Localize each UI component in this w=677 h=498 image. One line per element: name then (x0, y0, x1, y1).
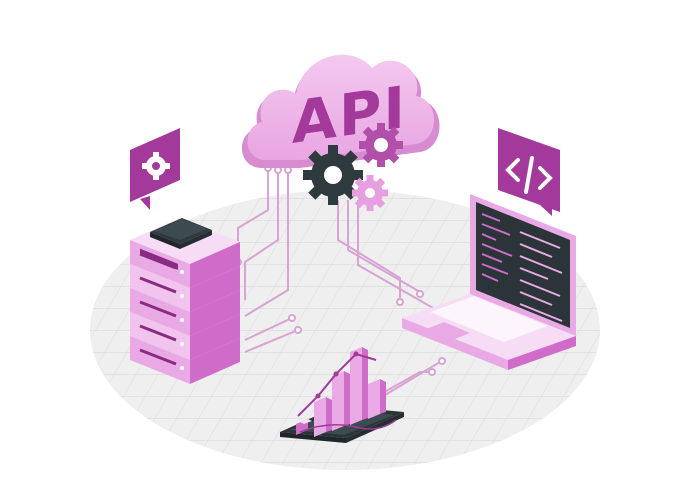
gear-icon (303, 145, 363, 205)
chip-icon (150, 218, 212, 249)
laptop (402, 194, 576, 370)
bar-chart-icon (296, 347, 386, 437)
gear-icon (352, 175, 388, 211)
code-lines (481, 213, 513, 282)
code-brackets-icon (505, 156, 553, 194)
api-cloud: API (241, 54, 440, 169)
gear-icon (359, 123, 403, 167)
gear-icon (142, 152, 170, 180)
server-units (130, 240, 240, 384)
server-rack (130, 218, 240, 384)
phone-with-chart (280, 347, 404, 443)
laptop-code-badge (498, 128, 560, 216)
server-gear-badge (130, 128, 180, 210)
